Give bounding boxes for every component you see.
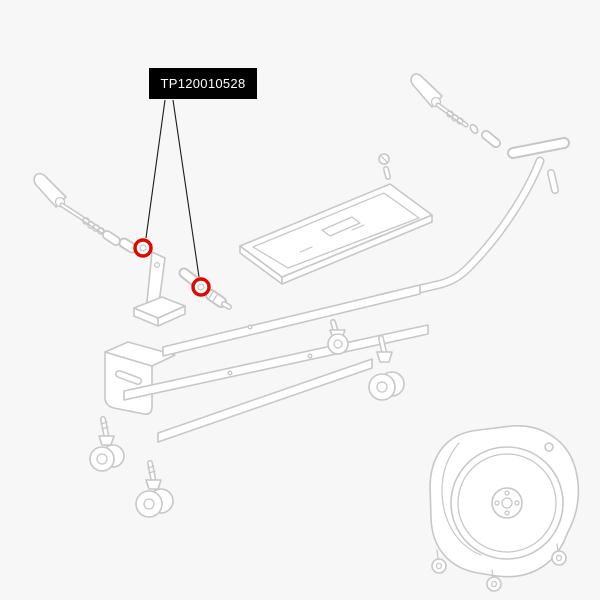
hub-bolt — [504, 510, 510, 516]
washer — [469, 123, 479, 135]
leader-line-left — [145, 99, 166, 239]
case-caster-hub — [490, 580, 498, 588]
thread-tick — [212, 294, 218, 302]
hub-center — [501, 497, 513, 509]
bracket-slot-inner — [116, 371, 141, 384]
tray-screw — [378, 153, 391, 180]
tray-detail — [351, 224, 365, 231]
caster-fork — [98, 435, 115, 446]
spring-coil — [82, 217, 90, 225]
spring-coil — [456, 117, 464, 125]
part-number-text: TP120010528 — [160, 76, 246, 91]
lever-rod-inner — [437, 104, 467, 126]
part-number-callout: TP120010528 — [149, 68, 257, 99]
thread-tick — [100, 421, 108, 425]
support-post — [133, 251, 186, 327]
platform-tray — [239, 183, 433, 285]
caster-stem-inner — [379, 336, 386, 354]
thread-tick — [147, 465, 155, 469]
thread-tick — [208, 291, 214, 299]
leader-line-right — [172, 99, 200, 278]
rail-lower — [157, 358, 373, 443]
bracket-front — [104, 351, 153, 415]
right-handlebar-assembly — [372, 137, 570, 304]
case-caster-hub — [555, 554, 563, 562]
caster-rail-small — [327, 319, 349, 355]
trainer-wheel-case — [429, 425, 580, 592]
end-nut-inner — [482, 131, 500, 147]
rail-hole — [227, 370, 233, 376]
caster-fork — [376, 351, 393, 363]
caster-rail-large — [368, 335, 405, 401]
grip-pin-inner — [548, 170, 558, 193]
hub-bolt — [494, 500, 500, 506]
rail-upper — [162, 284, 421, 357]
tray-detail — [299, 246, 313, 253]
bushing-bore — [139, 244, 147, 252]
right-bushing-part — [178, 267, 232, 310]
caster-left-upper — [89, 416, 125, 472]
caster-hub — [143, 498, 155, 510]
bracket-top — [104, 341, 176, 367]
caster-hub — [96, 453, 108, 465]
spacer-cylinder-inner — [120, 239, 136, 252]
rail-hole — [307, 353, 313, 359]
axle-cylinder-inner — [207, 291, 225, 306]
foot-top — [133, 296, 186, 319]
caster-hub — [376, 381, 388, 393]
axle-tip-inner — [222, 302, 231, 309]
post-hole — [153, 261, 161, 269]
left-release-skewer-assembly — [33, 172, 121, 246]
thread-tick — [101, 426, 109, 430]
caster-fork — [145, 479, 162, 490]
hub-bolt — [504, 490, 510, 496]
case-caster-hub — [435, 562, 443, 570]
bushing-bore — [197, 283, 205, 291]
caster-left-lower — [135, 460, 174, 518]
handle-tube-inner — [374, 158, 543, 302]
highlight-ring-left — [133, 238, 153, 258]
thread-tick — [148, 470, 156, 474]
base-frame — [104, 284, 429, 443]
flywheel-rim — [457, 453, 557, 553]
case-seam — [441, 442, 482, 556]
skewer-rod-inner — [61, 204, 103, 232]
grip-tube-inner — [509, 139, 568, 157]
caster-stem-inner — [101, 417, 108, 436]
rail-hole — [247, 324, 253, 330]
spacer-cylinder-inner — [180, 269, 197, 284]
rail-middle — [123, 324, 429, 401]
right-release-lever-assembly — [410, 73, 501, 148]
caster-hub — [333, 339, 343, 349]
spring-coil — [446, 110, 454, 118]
case-knob — [544, 442, 554, 452]
caster-stem-inner — [148, 461, 155, 480]
highlight-rings — [133, 238, 211, 297]
case-caster-stem — [436, 549, 439, 560]
leader-lines — [145, 99, 200, 278]
skewer-cap-inner — [103, 231, 120, 245]
case-caster-stem — [556, 543, 559, 552]
tray-top-face — [239, 183, 433, 278]
tray-center-slot — [321, 216, 361, 237]
screw-slot — [380, 155, 388, 163]
highlight-ring-right — [191, 277, 211, 297]
tray-inner-rim — [252, 192, 420, 269]
screw-shaft-inner — [384, 167, 390, 179]
hub-bolt — [514, 500, 520, 506]
